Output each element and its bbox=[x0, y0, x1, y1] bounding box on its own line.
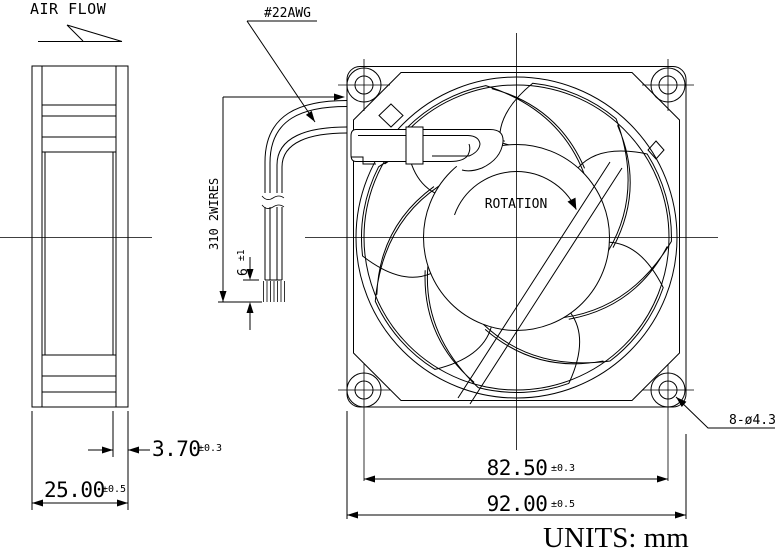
fan-blade bbox=[499, 82, 631, 251]
dim-arrow bbox=[219, 291, 227, 302]
wire-gauge-callout: #22AWG bbox=[246, 6, 317, 123]
dim-frame-width: 92.00 ±0.5 bbox=[346, 411, 687, 519]
dim-strip-length: 6 ±1 bbox=[236, 249, 259, 330]
venturi-outer-circle bbox=[355, 76, 678, 399]
venturi-inner-circle bbox=[363, 84, 670, 391]
mounting-holes bbox=[338, 59, 694, 481]
fan-blade bbox=[407, 218, 600, 427]
fan-blade bbox=[478, 217, 672, 384]
frame-strut bbox=[457, 161, 623, 405]
dim-arrow bbox=[657, 475, 668, 483]
dim-depth: 25.00 ±0.5 bbox=[31, 411, 129, 510]
holes-callout: 8-ø4.3 bbox=[675, 396, 775, 429]
wire-length-label: 310 2WIRES bbox=[207, 178, 221, 250]
holes-label: 8-ø4.3 bbox=[729, 413, 775, 428]
dim-arrow bbox=[334, 93, 345, 101]
dim-arrow bbox=[246, 269, 254, 280]
front-view: ROTATION bbox=[305, 33, 718, 481]
rotation-arrow-icon bbox=[567, 197, 577, 210]
wire-clamp bbox=[405, 126, 424, 165]
dim-flange-value: 3.70 bbox=[152, 437, 201, 461]
diamond-mark bbox=[647, 140, 665, 160]
dim-flange: 3.70 ±0.3 bbox=[88, 411, 222, 461]
wire-break-symbol bbox=[261, 195, 285, 209]
stripped-wire-ends bbox=[263, 281, 285, 302]
dim-depth-tol: ±0.5 bbox=[102, 484, 126, 495]
air-flow-callout: AIR FLOW bbox=[30, 0, 123, 42]
wire-channel bbox=[350, 126, 504, 172]
dim-hole-spacing-tol: ±0.3 bbox=[551, 463, 575, 474]
lead-wires bbox=[261, 100, 348, 302]
dim-arrow bbox=[364, 475, 375, 483]
rotation-arrow-arc bbox=[454, 171, 577, 216]
fan-blade bbox=[495, 127, 709, 335]
diamond-mark bbox=[378, 103, 404, 128]
dim-wire-length: 310 2WIRES bbox=[207, 93, 345, 303]
rotation-indicator: ROTATION bbox=[454, 171, 577, 216]
dim-arrow bbox=[32, 499, 43, 507]
dim-arrow bbox=[347, 511, 358, 519]
rotation-label: ROTATION bbox=[485, 197, 548, 212]
air-flow-arrow-icon bbox=[38, 24, 123, 42]
side-view bbox=[0, 65, 152, 408]
dim-flange-tol: ±0.3 bbox=[198, 443, 222, 454]
dim-frame-width-value: 92.00 bbox=[487, 492, 548, 516]
leader-arrow bbox=[305, 110, 315, 122]
hub-circle bbox=[423, 144, 610, 331]
units-label: UNITS: mm bbox=[543, 522, 689, 551]
wire-gauge-label: #22AWG bbox=[264, 6, 311, 21]
frame-octagon bbox=[353, 72, 680, 401]
dim-arrow bbox=[102, 446, 113, 454]
dim-arrow bbox=[117, 499, 128, 507]
dim-hole-spacing-value: 82.50 bbox=[487, 456, 548, 480]
strip-length-value: 6 bbox=[236, 268, 251, 276]
dim-arrow bbox=[246, 302, 254, 313]
fan-frame bbox=[346, 66, 687, 408]
dim-arrow bbox=[128, 446, 139, 454]
dim-frame-width-tol: ±0.5 bbox=[551, 499, 575, 510]
dim-hole-spacing: 82.50 ±0.3 bbox=[364, 456, 668, 483]
dim-depth-value: 25.00 bbox=[44, 478, 105, 502]
strip-length-tol: ±1 bbox=[236, 249, 247, 261]
air-flow-label: AIR FLOW bbox=[30, 0, 107, 18]
dim-arrow bbox=[675, 511, 686, 519]
leader-arrow bbox=[676, 397, 687, 407]
